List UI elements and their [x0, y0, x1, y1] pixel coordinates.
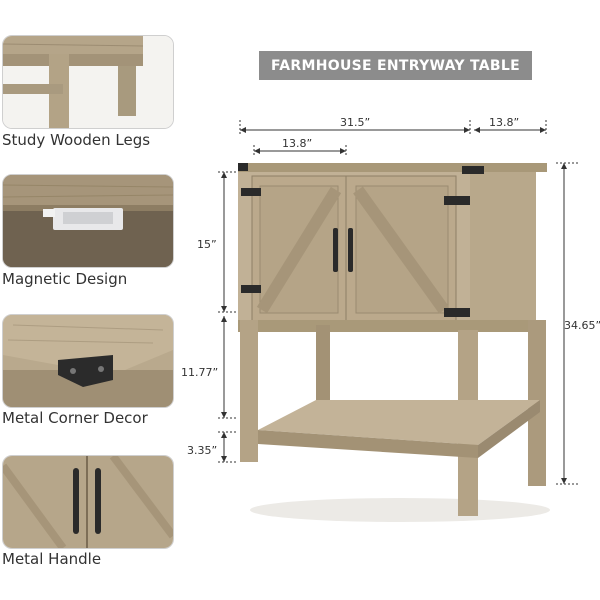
cabinet-body: [238, 172, 470, 320]
feature-image-corner: [2, 314, 174, 408]
tabletop: [238, 163, 547, 172]
dimension-middle-height: 11.77”: [181, 366, 219, 379]
right-handle: [348, 228, 353, 272]
metal-corner-bracket: [58, 355, 113, 387]
leg-front-left: [240, 320, 258, 462]
feature-caption-legs: Study Wooden Legs: [2, 131, 151, 149]
right-door: [345, 175, 457, 322]
feature-caption-magnetic: Magnetic Design: [2, 270, 128, 288]
feature-caption-handle: Metal Handle: [2, 550, 102, 568]
product-title: FARMHOUSE ENTRYWAY TABLE: [271, 57, 520, 74]
feature-image-legs: [2, 35, 174, 129]
product-title-banner: FARMHOUSE ENTRYWAY TABLE: [259, 51, 532, 80]
dimension-width: 31.5”: [340, 116, 371, 129]
feature-image-magnetic: [2, 174, 174, 268]
left-handle: [333, 228, 338, 272]
feature-image-handle: [2, 455, 174, 549]
leg-back-left: [316, 325, 330, 403]
side-panel: [470, 172, 536, 320]
leg-back-right: [528, 320, 546, 486]
left-door: [251, 175, 347, 322]
leg-front-right: [458, 330, 478, 516]
dimension-depth: 13.8”: [489, 116, 520, 129]
dimension-cabinet-height: 15”: [197, 238, 217, 251]
dimension-bottom-height: 3.35”: [187, 444, 218, 457]
feature-caption-corner: Metal Corner Decor: [2, 409, 148, 427]
bottom-shelf: [258, 400, 540, 445]
dimension-total-height: 34.65”: [564, 319, 600, 332]
dimension-door-width: 13.8”: [282, 137, 313, 150]
